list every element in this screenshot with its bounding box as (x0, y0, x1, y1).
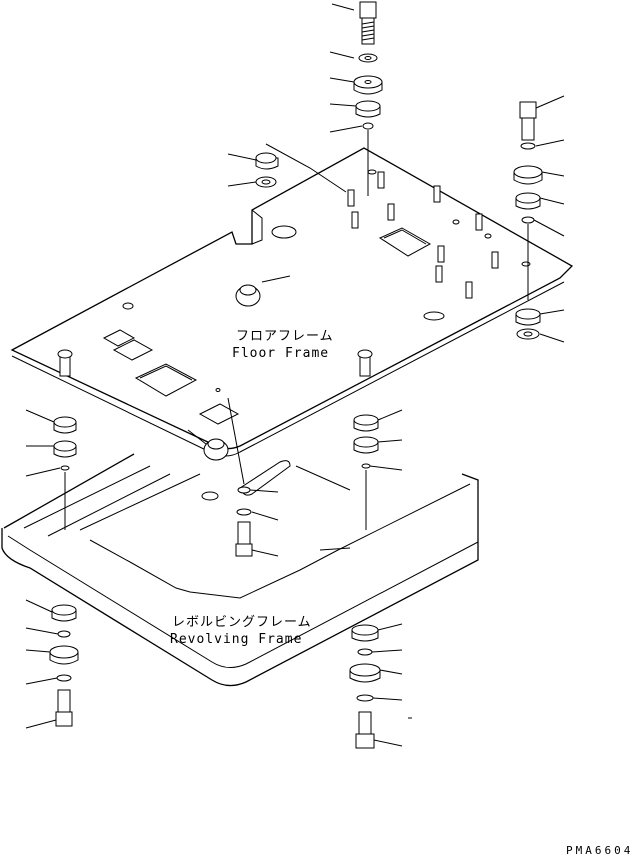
leader-lines (25, 3, 565, 747)
left-upper-mount-stack (255, 143, 347, 193)
drawing-code: PMA6604 (566, 844, 633, 857)
floor-frame-label-jp: フロアフレーム (236, 329, 334, 344)
floor-frame-plate (10, 147, 574, 501)
bottom-right-fastener-stack (349, 624, 381, 749)
revolving-frame-label-jp: レボルビングフレーム (172, 615, 312, 630)
bottom-left-fastener-stack (49, 604, 79, 727)
floor-frame-label-en: Floor Frame (232, 346, 329, 361)
right-mid-mount-stack (353, 414, 379, 530)
center-lower-bolt-stack (227, 397, 253, 557)
top-center-fastener-stack (353, 1, 383, 196)
revolving-frame (1, 453, 479, 687)
stud-bolts (347, 171, 499, 299)
revolving-frame-label-en: Revolving Frame (170, 632, 302, 647)
left-mid-mount-stack (53, 416, 77, 530)
top-right-fastener-stack (513, 101, 543, 340)
